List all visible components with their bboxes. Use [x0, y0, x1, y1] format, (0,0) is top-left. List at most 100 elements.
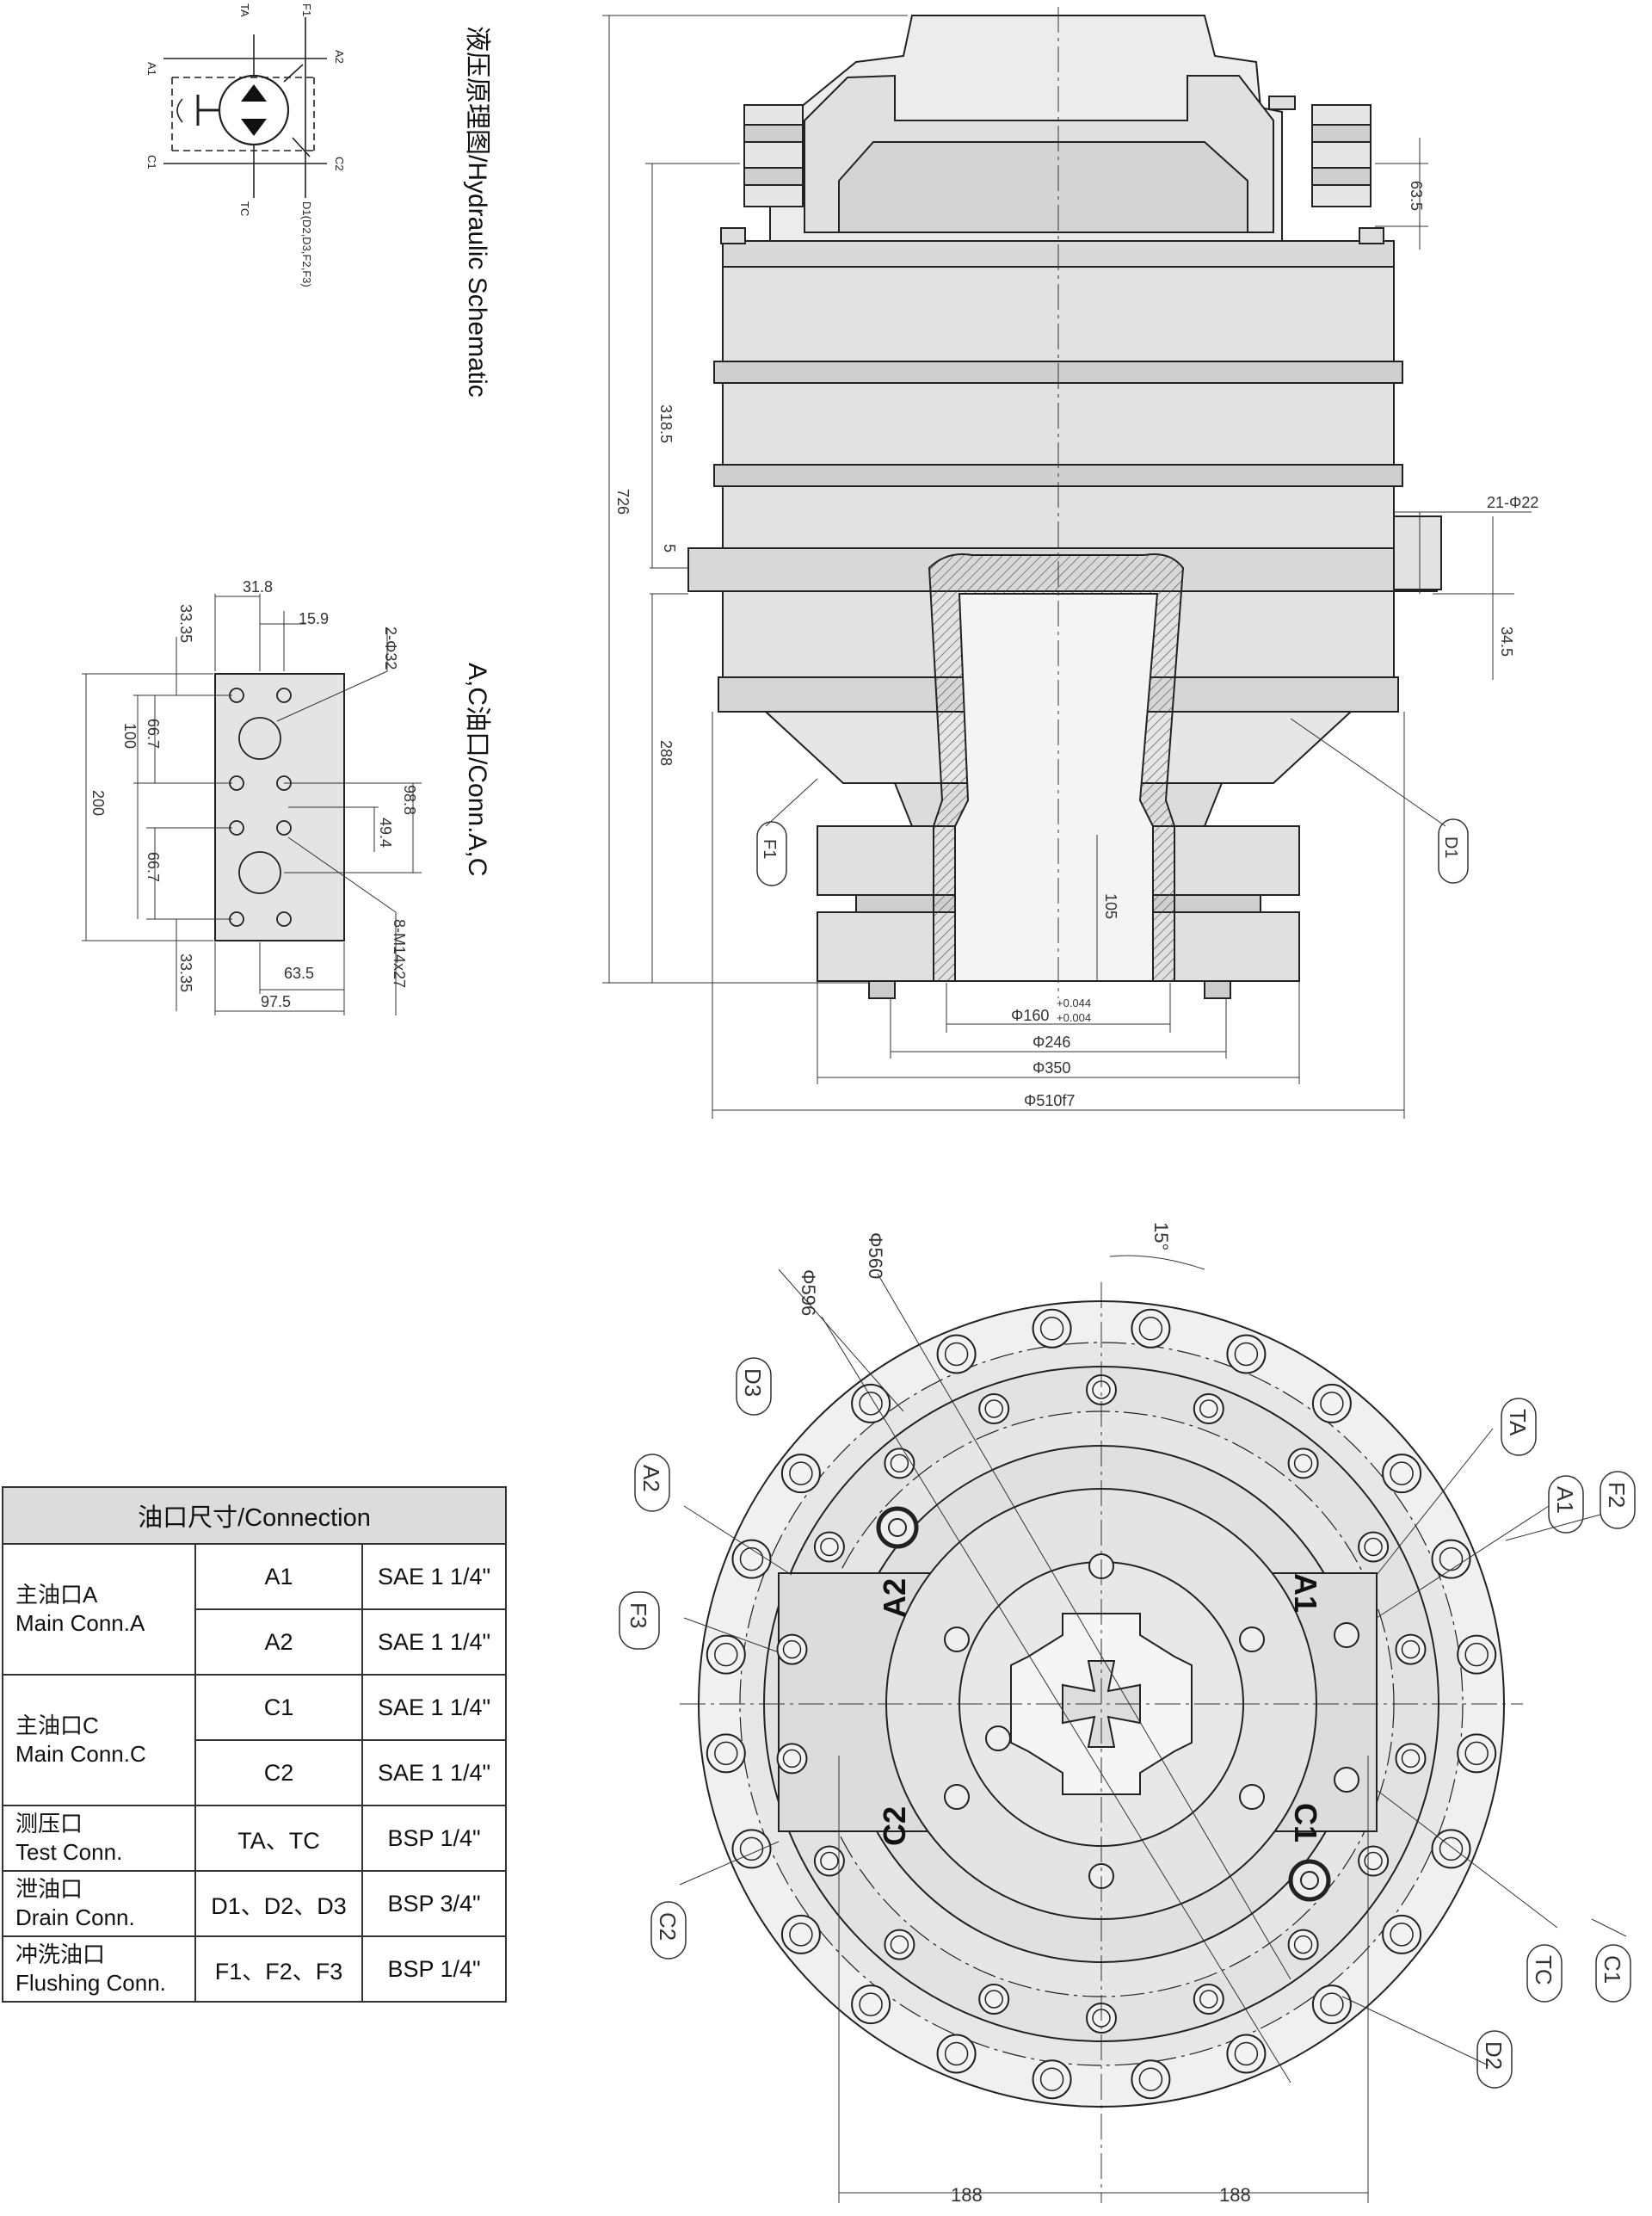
dim-phi350: Φ350	[1032, 1059, 1070, 1077]
schematic-port-ta: TA	[238, 3, 251, 17]
ring-bolt-inner	[1199, 1990, 1218, 2009]
dim-8-m14x27: 8-M14x27	[391, 919, 408, 988]
flange-bolt	[706, 1733, 746, 1774]
ring-bolt-inner	[1401, 1639, 1421, 1659]
flange-bolt-inner	[789, 1461, 813, 1485]
flange-bolt	[1032, 2059, 1072, 2100]
ring-bolt	[1358, 1845, 1390, 1877]
flange-bolt	[1032, 1308, 1072, 1349]
size-cell: SAE 1 1/4"	[361, 1608, 507, 1676]
flange-bolt-inner	[859, 1392, 883, 1416]
dim-66-7-top: 66.7	[145, 719, 162, 749]
flange-bolt	[1226, 1334, 1267, 1374]
dim-15-9: 15.9	[299, 610, 329, 627]
dim-34-5: 34.5	[1498, 627, 1515, 657]
ring-bolt-inner	[782, 1749, 802, 1768]
size-cell: BSP 3/4"	[361, 1870, 507, 1937]
group-name-cn: 测压口	[15, 1811, 83, 1836]
port-cell: A1	[194, 1543, 364, 1610]
front-view-dim-lines	[679, 1255, 1627, 2203]
schematic-title: 液压原理图/Hydraulic Schematic	[463, 26, 491, 398]
ring-bolt-inner	[1199, 1399, 1218, 1418]
group-main-conn-a: 主油口A Main Conn.A	[2, 1543, 196, 1676]
group-name-cn: 主油口A	[15, 1582, 98, 1608]
ring-bolt-inner	[890, 1935, 909, 1954]
schematic-port-c2: C2	[333, 157, 346, 171]
flange-bolt-inner	[1464, 1642, 1489, 1667]
dim-66-7-bottom: 66.7	[145, 852, 162, 882]
ring-bolt	[1287, 1929, 1319, 1960]
motor-side-view	[687, 15, 1442, 999]
ring-bolt-inner	[820, 1537, 839, 1557]
flange-bolt-inner	[714, 1741, 738, 1766]
ring-bolt	[884, 1929, 915, 1960]
connection-table-header: 油口尺寸/Connection	[2, 1486, 507, 1545]
ring-bolt	[1358, 1531, 1390, 1563]
outer-flange-bolts	[706, 1308, 1497, 2100]
connection-table: 油口尺寸/Connection 主油口A Main Conn.A A1 SAE …	[2, 1486, 507, 2003]
dim-288: 288	[657, 740, 675, 766]
group-name-en: Drain Conn.	[15, 1904, 135, 1930]
block-label-a1: A1	[1288, 1573, 1323, 1613]
port-cell: C2	[194, 1739, 364, 1806]
hydraulic-schematic	[163, 17, 327, 198]
port-cell: C1	[194, 1674, 364, 1741]
callout-a2: A2	[638, 1465, 664, 1492]
dim-21-phi22: 21-Φ22	[1487, 494, 1538, 511]
side-label-f1: F1	[760, 839, 779, 859]
flange-bolt-inner	[1320, 1992, 1344, 2016]
flange-bolt	[1431, 1829, 1471, 1869]
ring-bolt	[978, 1984, 1010, 2015]
callout-ta: TA	[1505, 1409, 1531, 1436]
group-drain-conn: 泄油口 Drain Conn.	[2, 1870, 196, 1937]
flange-bolt	[731, 1539, 772, 1579]
ring-bolt-inner	[984, 1399, 1003, 1418]
dim-188-left: 188	[951, 2184, 983, 2206]
group-name-cn: 泄油口	[15, 1876, 83, 1902]
ring-bolt-inner	[1364, 1537, 1383, 1557]
dim-188-right: 188	[1219, 2184, 1251, 2206]
flange-bolt	[851, 1383, 891, 1423]
dim-97-5: 97.5	[261, 993, 291, 1010]
flange-bolt-inner	[1320, 1392, 1344, 1416]
ring-bolt-inner	[820, 1851, 839, 1871]
flange-bolt	[1457, 1634, 1497, 1675]
block-label-c1: C1	[1288, 1803, 1323, 1843]
dim-5: 5	[661, 544, 678, 552]
ring-bolt	[776, 1743, 808, 1775]
inner-ring-bolts	[776, 1374, 1427, 2034]
flange-bolt	[1131, 1308, 1171, 1349]
flange-bolt	[1431, 1539, 1471, 1579]
schematic-port-f1: F1	[300, 3, 313, 16]
side-label-d1: D1	[1441, 836, 1460, 859]
flange-bolt-inner	[1439, 1546, 1464, 1571]
callout-f3: F3	[626, 1602, 651, 1628]
dim-phi510f7: Φ510f7	[1024, 1092, 1075, 1109]
block-label-a2: A2	[877, 1578, 912, 1618]
schematic-port-a1: A1	[145, 62, 158, 76]
flange-bolt-inner	[714, 1642, 738, 1667]
front-view-dimensions: Φ596 Φ560 15° 188 188	[798, 1222, 1251, 2206]
flange-bolt	[1131, 2059, 1171, 2100]
port-holes	[876, 1506, 1359, 1902]
dim-63-5-side: 63.5	[1408, 181, 1425, 211]
flange-bolt	[731, 1829, 772, 1869]
flange-bolt	[936, 1334, 977, 1374]
dim-phi560: Φ560	[865, 1232, 886, 1279]
dim-318-5: 318.5	[657, 404, 675, 443]
ring-bolt-inner	[1401, 1749, 1421, 1768]
size-cell: SAE 1 1/4"	[361, 1543, 507, 1610]
flange-bolt-inner	[1439, 1836, 1464, 1861]
port-detail-dimensions: 31.8 15.9 33.35 2-Φ32 66.7 100 200 98.8 …	[89, 578, 418, 1010]
size-cell: BSP 1/4"	[361, 1805, 507, 1872]
flange-bolt-inner	[1039, 1317, 1064, 1341]
port-detail-title: A,C油口/Conn.A,C	[463, 663, 491, 876]
group-name-en: Main Conn.A	[15, 1610, 145, 1636]
ring-bolt	[1193, 1984, 1224, 2015]
ring-bolt-inner	[890, 1454, 909, 1473]
dim-phi596: Φ596	[798, 1269, 819, 1316]
ring-bolt-inner	[782, 1639, 802, 1659]
dim-tol-upper: +0.044	[1057, 997, 1091, 1009]
flange-bolt	[1226, 2034, 1267, 2074]
dim-200: 200	[89, 790, 107, 816]
